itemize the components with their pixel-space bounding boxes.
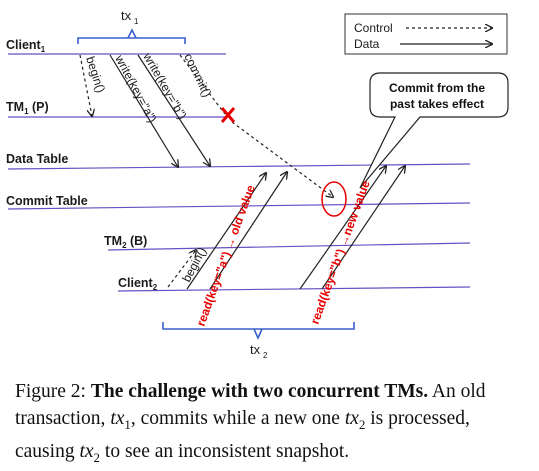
lane-label-tm1: TM1 (P)	[6, 100, 49, 116]
begin1-label: begin()	[83, 55, 108, 95]
begin1-arrow	[79, 54, 92, 116]
tx2-message-labels: begin() read(key="a") → old value read(k…	[179, 178, 373, 328]
caption-text2: , commits while a new one	[130, 408, 345, 429]
tx1-sub: 1	[134, 17, 139, 26]
write-a-arrow	[109, 54, 178, 167]
lane-label-tm2: TM2 (B)	[104, 234, 147, 250]
caption-tx2-sub: 2	[358, 416, 366, 432]
caption-title: The challenge with two concurrent TMs.	[90, 381, 429, 402]
commit-highlight-ellipse	[321, 181, 347, 217]
caption-text4: to see an inconsistent snapshot.	[100, 440, 350, 462]
callout: Commit from the past takes effect	[321, 72, 509, 217]
caption-tx1: tx	[110, 408, 125, 429]
tx2-messages	[167, 166, 405, 290]
failure-x-icon	[220, 107, 236, 123]
begin2-arrow	[167, 250, 196, 288]
legend-data-label: Data	[354, 37, 380, 51]
read-b-arrow-1	[299, 166, 386, 290]
callout-line2: past takes effect	[390, 97, 484, 111]
tx1-message-labels: begin() write(key="a") write(key="b") co…	[83, 50, 214, 125]
lane-label-committable: Commit Table	[6, 194, 88, 208]
legend-control-label: Control	[354, 21, 393, 35]
lane-line-committable	[7, 202, 471, 210]
read-b-label: read(key="b") →new value	[308, 178, 373, 326]
lane-label-datatable: Data Table	[6, 152, 68, 166]
caption-tx3: tx	[79, 440, 94, 462]
caption-prefix: Figure 2:	[15, 381, 91, 402]
commit1-arrow	[179, 54, 226, 115]
tx1-label: tx	[121, 8, 132, 23]
commit1-label: commit()	[181, 51, 214, 99]
figure-caption: Figure 2: The challenge with two concurr…	[15, 378, 527, 471]
concurrency-diagram: tx 1 Client1 TM1 (P) Data Table Commit T…	[6, 8, 509, 360]
tx2-label: tx	[250, 342, 261, 357]
caption-text3: is processed, causing	[15, 408, 470, 462]
callout-line1: Commit from the	[389, 81, 485, 95]
lane-line-tm2	[107, 242, 471, 251]
caption-text1: An old transaction,	[15, 381, 486, 429]
tx2-sub: 2	[263, 351, 268, 360]
begin2-label: begin()	[179, 245, 209, 285]
legend: Control Data	[344, 13, 508, 55]
caption-tx3-sub: 2	[93, 449, 101, 465]
tx1-brace: tx 1	[77, 8, 186, 44]
read-a-arrow-1	[186, 173, 266, 290]
caption-tx2: tx	[344, 408, 359, 429]
lane-line-datatable	[7, 163, 471, 170]
commit-late-arrow	[231, 121, 333, 197]
lane-label-client1: Client1	[6, 38, 46, 54]
tx1-messages	[79, 54, 333, 197]
read-a-arrow-2	[209, 172, 287, 290]
caption-tx1-sub: 1	[124, 416, 131, 432]
tx2-brace: tx 2	[162, 322, 355, 360]
read-b-arrow-2	[321, 166, 405, 290]
lane-label-client2: Client2	[118, 276, 158, 292]
lane-labels: Client1 TM1 (P) Data Table Commit Table …	[6, 38, 158, 292]
write-b-arrow	[137, 54, 210, 166]
lane-lines	[7, 53, 471, 292]
lane-line-client2	[117, 286, 471, 292]
